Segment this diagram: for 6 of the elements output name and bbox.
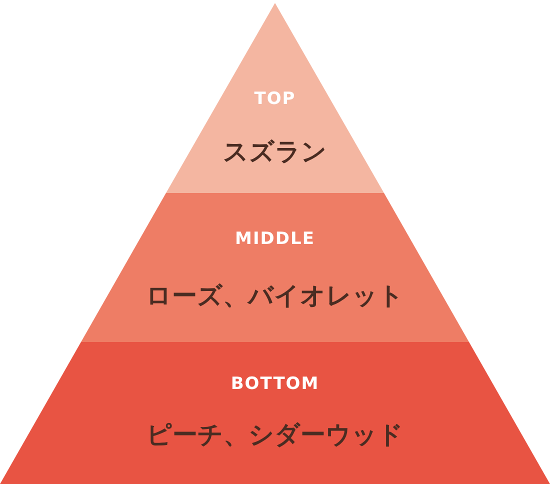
tier-heading: BOTTOM [230,374,320,394]
tier-label: ピーチ、シダーウッド [146,420,404,450]
tier-label: スズラン [223,137,327,167]
tier-label: ローズ、バイオレット [146,281,404,311]
tier-heading: MIDDLE [235,229,315,250]
tier-heading: TOP [254,89,296,110]
